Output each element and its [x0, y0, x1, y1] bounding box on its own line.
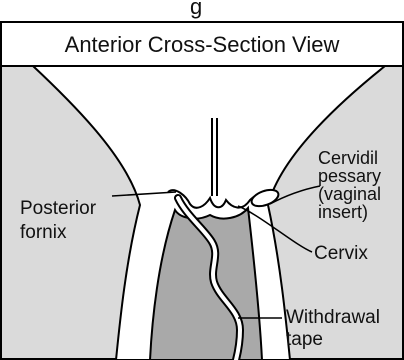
label-insert: insert) [318, 202, 368, 222]
clipped-heading-fragment: g [190, 0, 202, 19]
label-tape: tape [286, 329, 323, 350]
label-cervix: Cervix [314, 243, 368, 264]
label-vaginal: (vaginal [318, 184, 381, 204]
label-pessary: pessary [318, 166, 381, 186]
label-fornix: fornix [20, 222, 67, 243]
label-withdrawal: Withdrawal [286, 307, 380, 328]
label-posterior: Posterior [20, 198, 97, 219]
label-cervidil: Cervidil [318, 148, 378, 168]
diagram-title: Anterior Cross-Section View [65, 32, 340, 57]
